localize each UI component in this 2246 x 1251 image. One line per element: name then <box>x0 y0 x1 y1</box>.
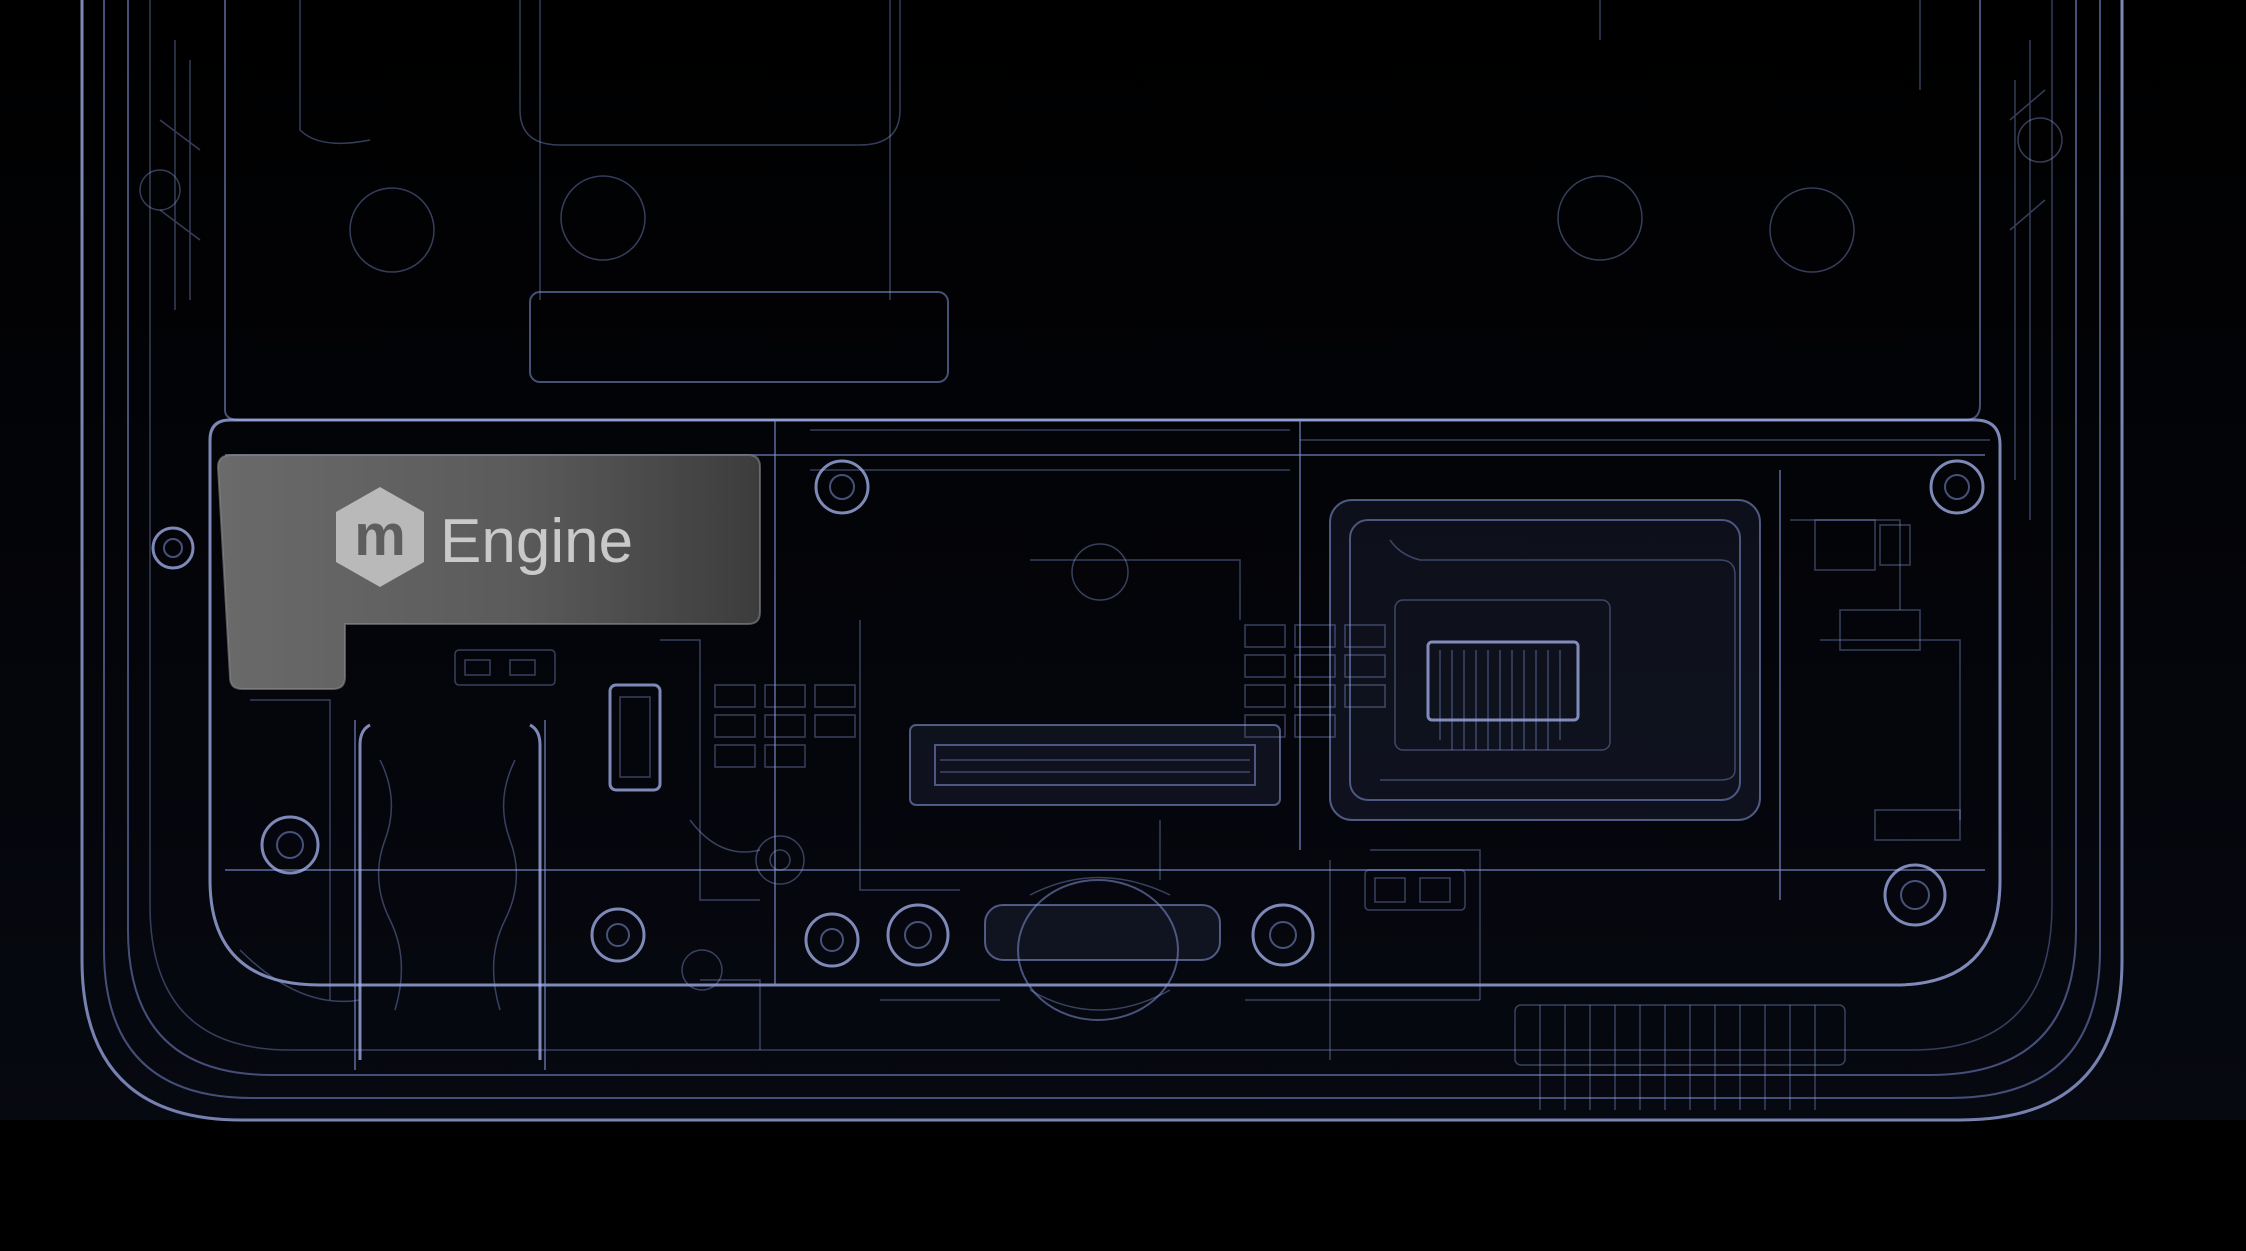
engine-label: m Engine <box>216 454 761 690</box>
engine-logo-letter: m <box>354 503 406 568</box>
engine-title: Engine <box>440 507 633 576</box>
hexagon-m-logo-icon: m <box>336 487 424 587</box>
logic-board <box>151 418 2002 1110</box>
